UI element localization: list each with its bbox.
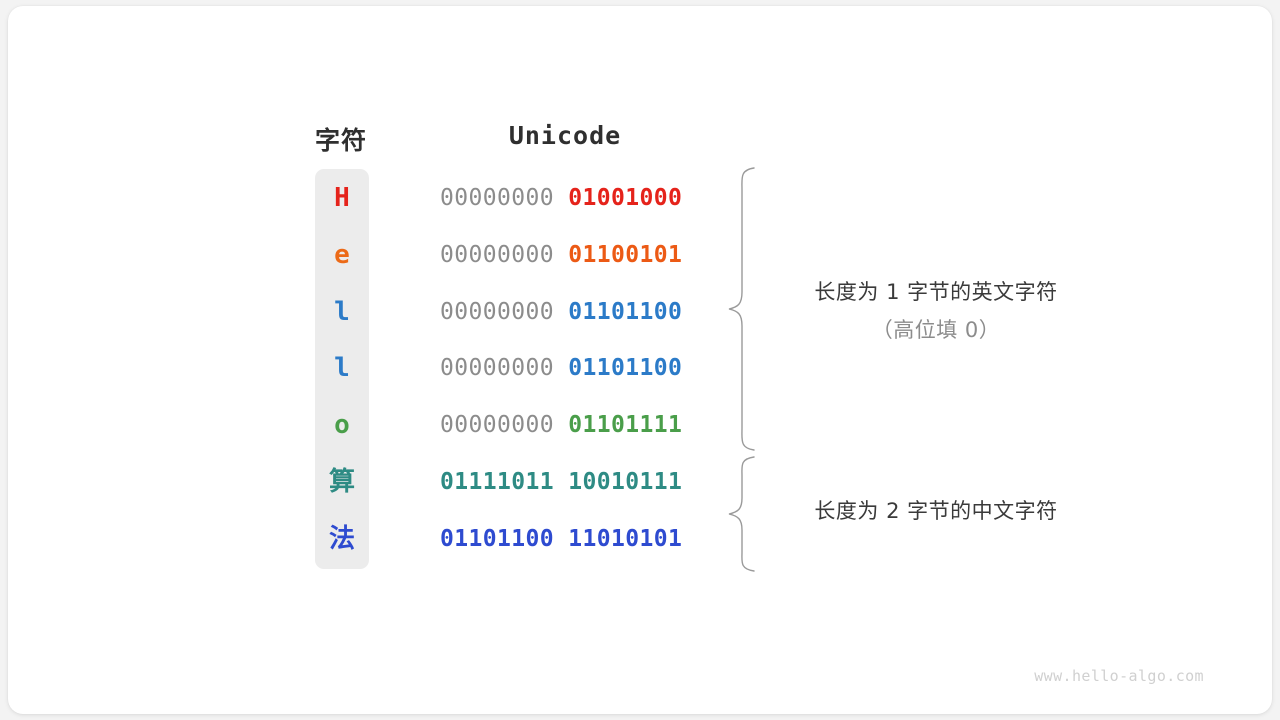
column-header-unicode: Unicode — [508, 121, 622, 150]
annotation-single-byte-line2: （高位填 0） — [871, 318, 1001, 342]
byte-separator: 0 — [554, 299, 568, 325]
character-column-strip — [315, 169, 369, 569]
figure-card: 字符 Unicode H00000000001001000e0000000000… — [8, 6, 1272, 714]
row-unicode-bits: 00000000001100101 — [440, 240, 682, 270]
row-character: e — [334, 240, 350, 270]
annotation-single-byte-line1: 长度为 1 字节的英文字符 — [814, 280, 1058, 304]
row-character: l — [334, 353, 350, 383]
brace-double-byte-group — [728, 456, 755, 572]
row-character: l — [334, 297, 350, 327]
byte-separator: 0 — [554, 469, 568, 495]
unicode-high-byte: 00000000 — [440, 185, 554, 211]
row-character: H — [334, 183, 350, 213]
unicode-low-byte: 01101111 — [568, 412, 683, 438]
row-unicode-bits: 00000000001101111 — [440, 410, 682, 440]
row-unicode-bits: 01101100011010101 — [440, 524, 682, 554]
brace-single-byte-group — [728, 167, 755, 451]
unicode-high-byte: 00000000 — [440, 412, 554, 438]
unicode-high-byte: 00000000 — [440, 355, 554, 381]
row-character: o — [334, 410, 350, 440]
byte-separator: 0 — [554, 242, 568, 268]
unicode-high-byte: 00000000 — [440, 242, 554, 268]
byte-separator: 0 — [554, 412, 568, 438]
unicode-high-byte: 00000000 — [440, 299, 554, 325]
byte-separator: 0 — [554, 355, 568, 381]
unicode-low-byte: 10010111 — [568, 469, 683, 495]
annotation-single-byte: 长度为 1 字节的英文字符 （高位填 0） — [814, 276, 1057, 344]
byte-separator: 0 — [554, 526, 568, 552]
annotation-double-byte-line1: 长度为 2 字节的中文字符 — [814, 499, 1058, 523]
row-unicode-bits: 00000000001101100 — [440, 353, 682, 383]
byte-separator: 0 — [554, 185, 568, 211]
column-header-character: 字符 — [314, 127, 368, 155]
unicode-low-byte: 01101100 — [568, 299, 683, 325]
unicode-low-byte: 01101100 — [568, 355, 683, 381]
unicode-high-byte: 01101100 — [440, 526, 554, 552]
unicode-low-byte: 01100101 — [568, 242, 683, 268]
unicode-high-byte: 01111011 — [440, 469, 554, 495]
row-unicode-bits: 00000000001101100 — [440, 297, 682, 327]
row-unicode-bits: 01111011010010111 — [440, 467, 682, 497]
annotation-double-byte: 长度为 2 字节的中文字符 — [814, 495, 1057, 525]
row-character: 算 — [328, 467, 355, 497]
row-character: 法 — [328, 524, 355, 554]
row-unicode-bits: 00000000001001000 — [440, 183, 682, 213]
unicode-low-byte: 01001000 — [568, 185, 683, 211]
watermark-url: www.hello-algo.com — [1034, 667, 1204, 685]
unicode-low-byte: 11010101 — [568, 526, 683, 552]
